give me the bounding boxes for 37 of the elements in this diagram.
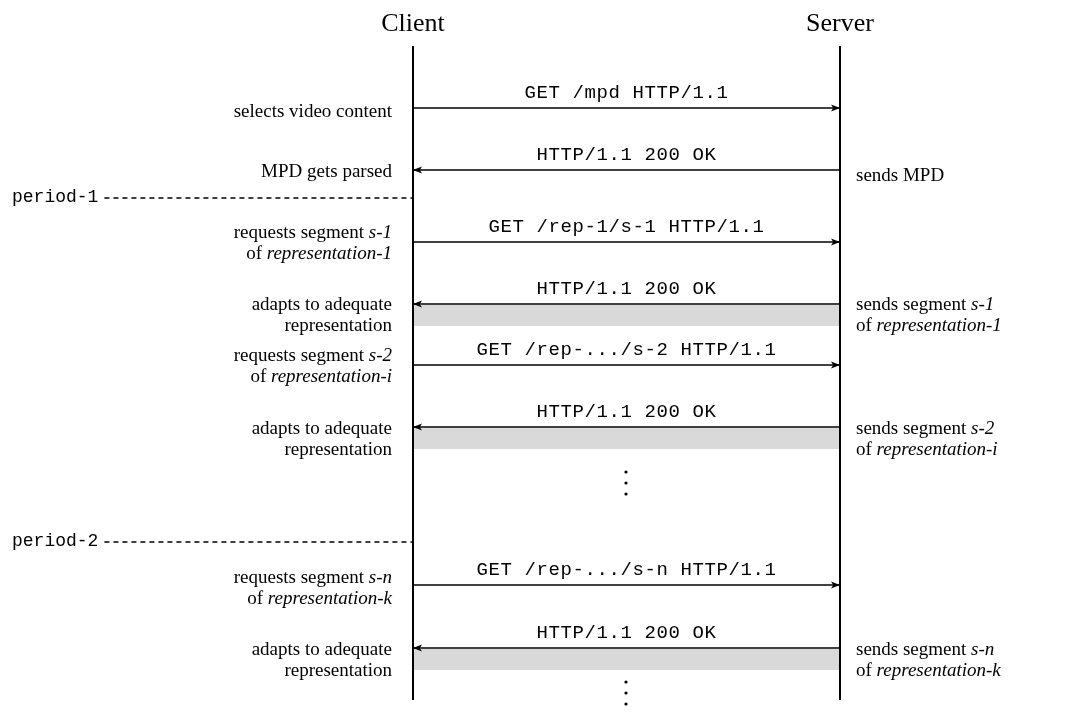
message-arrow bbox=[412, 238, 841, 246]
annotation-text: requests segment s-n of representation-k bbox=[232, 566, 392, 608]
annotation-text: adapts to adequate representation bbox=[250, 638, 392, 680]
message-arrow bbox=[412, 644, 841, 652]
annotation-text: requests segment s-1 of representation-1 bbox=[232, 221, 392, 263]
annotation-text: adapts to adequate representation bbox=[250, 293, 392, 335]
dashed-line bbox=[103, 197, 414, 199]
edge-label: GET /mpd HTTP/1.1 bbox=[524, 82, 729, 104]
annotation-text: adapts to adequate representation bbox=[250, 417, 392, 459]
edge-label: GET /rep-1/s-1 HTTP/1.1 bbox=[488, 216, 765, 238]
processing-bar bbox=[414, 305, 839, 326]
message-arrow bbox=[412, 581, 841, 589]
lifeline-title: Client bbox=[381, 8, 445, 38]
annotation-text: MPD gets parsed bbox=[260, 159, 392, 181]
edge-label: GET /rep-.../s-n HTTP/1.1 bbox=[476, 559, 777, 581]
message-arrow bbox=[412, 300, 841, 308]
message-arrow bbox=[412, 361, 841, 369]
period-marker: period-2 bbox=[12, 530, 99, 552]
annotation-text: sends segment s-n of representation-k bbox=[856, 638, 1002, 680]
edge-label: HTTP/1.1 200 OK bbox=[536, 622, 717, 644]
message-arrow bbox=[412, 104, 841, 112]
annotation-text: sends MPD bbox=[856, 163, 946, 185]
edge-label: GET /rep-.../s-2 HTTP/1.1 bbox=[476, 339, 777, 361]
edge-label: HTTP/1.1 200 OK bbox=[536, 144, 717, 166]
message-arrow bbox=[412, 166, 841, 174]
annotation-text: requests segment s-2 of representation-i bbox=[232, 344, 392, 386]
processing-bar bbox=[414, 428, 839, 449]
annotation-text: selects video content bbox=[232, 99, 392, 121]
edge-label: HTTP/1.1 200 OK bbox=[536, 278, 717, 300]
dashed-line bbox=[103, 541, 414, 543]
message-arrow bbox=[412, 423, 841, 431]
period-marker: period-1 bbox=[12, 186, 99, 208]
lifeline-title: Server bbox=[806, 8, 874, 38]
edge-label: HTTP/1.1 200 OK bbox=[536, 401, 717, 423]
annotation-text: sends segment s-1 of representation-1 bbox=[856, 293, 1003, 335]
processing-bar bbox=[414, 649, 839, 670]
annotation-text: sends segment s-2 of representation-i bbox=[856, 417, 999, 459]
